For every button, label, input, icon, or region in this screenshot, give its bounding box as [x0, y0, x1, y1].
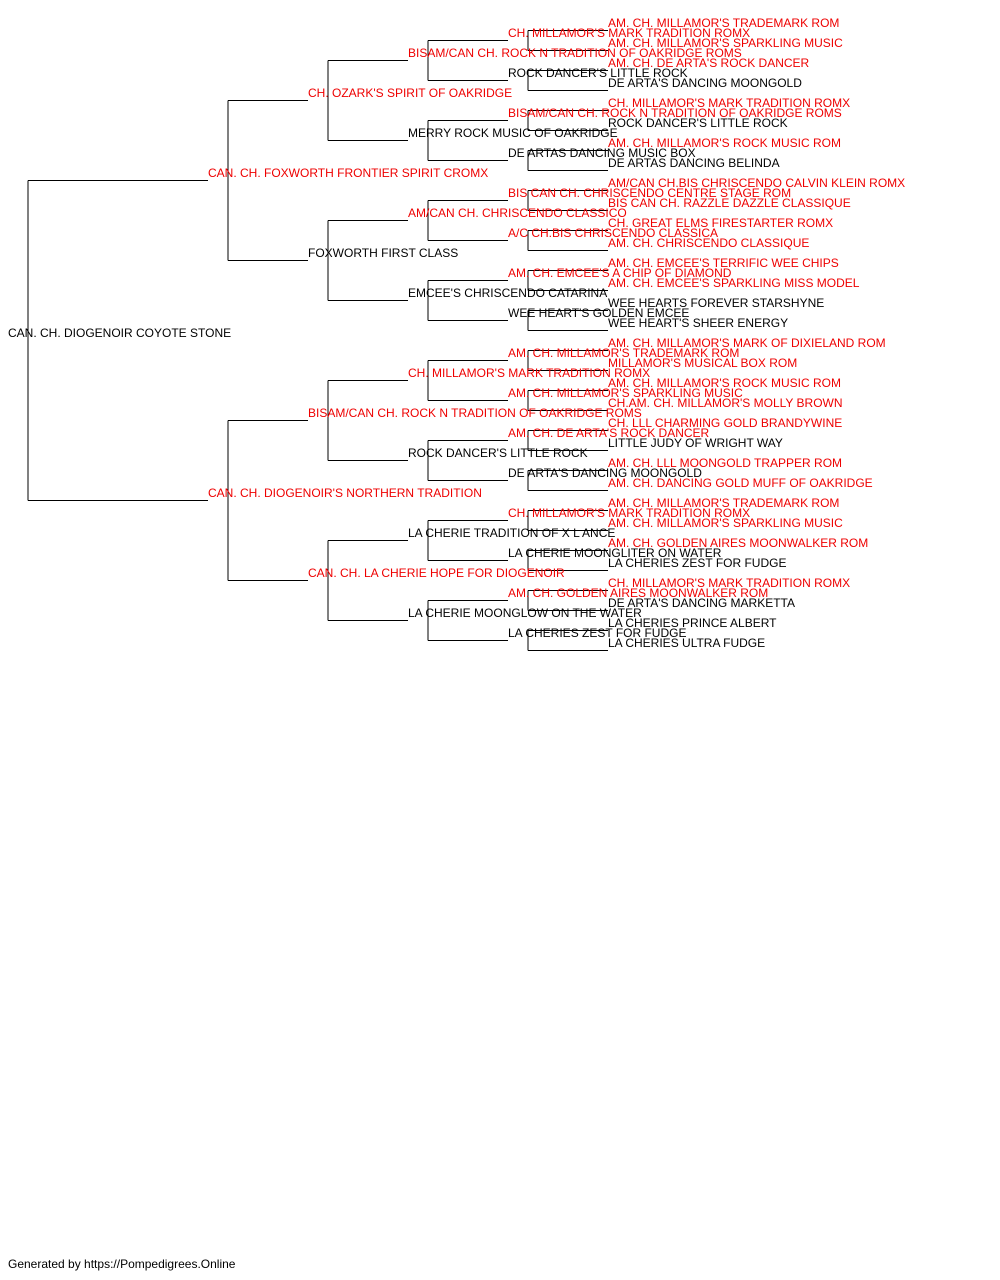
- ancestor-name: AM. CH. EMCEE'S SPARKLING MISS MODEL: [608, 276, 860, 290]
- ancestor-name: DE ARTA'S DANCING MOONGOLD: [508, 466, 702, 480]
- ancestor-name: CH. MILLAMOR'S MARK TRADITION ROMX: [508, 26, 751, 40]
- ancestor-name: AM. CH. MILLAMOR'S TRADEMARK ROM: [508, 346, 740, 360]
- ancestor-name: CH.AM. CH. MILLAMOR'S MOLLY BROWN: [608, 396, 843, 410]
- ancestor-name: DE ARTAS DANCING BELINDA: [608, 156, 780, 170]
- ancestor-name: LA CHERIE TRADITION OF X L ANCE: [408, 526, 616, 540]
- ancestor-name: LA CHERIES ZEST FOR FUDGE: [608, 556, 787, 570]
- ancestor-name: LA CHERIE MOONGLITER ON WATER: [508, 546, 722, 560]
- ancestor-name: AM. CH. DANCING GOLD MUFF OF OAKRIDGE: [608, 476, 873, 490]
- ancestor-name: BISAM/CAN CH. ROCK N TRADITION OF OAKRID…: [308, 406, 642, 420]
- ancestor-name: CH. MILLAMOR'S MARK TRADITION ROMX: [508, 506, 751, 520]
- ancestor-name: LA CHERIES PRINCE ALBERT: [608, 616, 777, 630]
- ancestor-name: CH. LLL CHARMING GOLD BRANDYWINE: [608, 416, 843, 430]
- ancestor-name: AM. CH. DE ARTA'S ROCK DANCER: [608, 56, 810, 70]
- ancestor-name: AM. CH. MILLAMOR'S SPARKLING MUSIC: [608, 36, 843, 50]
- subject-dog-name: CAN. CH. DIOGENOIR COYOTE STONE: [8, 326, 232, 340]
- ancestor-name: AM. CH. EMCEE'S A CHIP OF DIAMOND: [508, 266, 732, 280]
- ancestor-name: AM. CH. MILLAMOR'S TRADEMARK ROM: [608, 16, 840, 30]
- ancestor-name: AM. CH. MILLAMOR'S ROCK MUSIC ROM: [608, 136, 841, 150]
- ancestor-name: AM. CH. GOLDEN AIRES MOONWALKER ROM: [608, 536, 869, 550]
- ancestor-name: A/C CH.BIS CHRISCENDO CLASSICA: [508, 226, 719, 240]
- ancestor-name: LA CHERIES ZEST FOR FUDGE: [508, 626, 687, 640]
- ancestor-name: AM. CH. CHRISCENDO CLASSIQUE: [608, 236, 810, 250]
- ancestor-name: AM. CH. MILLAMOR'S ROCK MUSIC ROM: [608, 376, 841, 390]
- ancestor-name: AM. CH. EMCEE'S TERRIFIC WEE CHIPS: [608, 256, 839, 270]
- ancestor-name: WEE HEART'S SHEER ENERGY: [608, 316, 789, 330]
- ancestor-name: AM. CH. MILLAMOR'S SPARKLING MUSIC: [508, 386, 743, 400]
- ancestor-name: EMCEE'S CHRISCENDO CATARINA: [408, 286, 608, 300]
- ancestor-name: LA CHERIE MOONGLOW ON THE WATER: [408, 606, 642, 620]
- ancestor-name: CH. MILLAMOR'S MARK TRADITION ROMX: [608, 96, 851, 110]
- ancestor-name: BIS CAN CH. CHRISCENDO CENTRE STAGE ROM: [508, 186, 792, 200]
- ancestor-name: AM. CH. DE ARTA'S ROCK DANCER: [508, 426, 710, 440]
- ancestor-name: LITTLE JUDY OF WRIGHT WAY: [608, 436, 783, 450]
- ancestor-name: LA CHERIES ULTRA FUDGE: [608, 636, 766, 650]
- ancestor-name: CH. GREAT ELMS FIRESTARTER ROMX: [608, 216, 834, 230]
- ancestor-name: ROCK DANCER'S LITTLE ROCK: [508, 66, 688, 80]
- ancestor-name: DE ARTAS DANCING MUSIC BOX: [508, 146, 696, 160]
- ancestor-name: BISAM/CAN CH. ROCK N TRADITION OF OAKRID…: [508, 106, 842, 120]
- ancestor-name: FOXWORTH FIRST CLASS: [308, 246, 459, 260]
- ancestor-name: CAN. CH. FOXWORTH FRONTIER SPIRIT CROMX: [208, 166, 489, 180]
- ancestor-name: AM/CAN CH. CHRISCENDO CLASSICO: [408, 206, 627, 220]
- ancestor-name: BIS CAN CH. RAZZLE DAZZLE CLASSIQUE: [608, 196, 851, 210]
- ancestor-name: DE ARTA'S DANCING MARKETTA: [608, 596, 795, 610]
- ancestor-name: CH. MILLAMOR'S MARK TRADITION ROMX: [408, 366, 651, 380]
- ancestor-name: MILLAMOR'S MUSICAL BOX ROM: [608, 356, 798, 370]
- ancestor-name: AM. CH. GOLDEN AIRES MOONWALKER ROM: [508, 586, 769, 600]
- ancestor-name: BISAM/CAN CH. ROCK N TRADITION OF OAKRID…: [408, 46, 742, 60]
- ancestor-name: AM. CH. LLL MOONGOLD TRAPPER ROM: [608, 456, 843, 470]
- generated-by-footer[interactable]: Generated by https://Pompedigrees.Online: [8, 1257, 236, 1271]
- ancestor-name: MERRY ROCK MUSIC OF OAKRIDGE: [408, 126, 618, 140]
- ancestor-name: AM. CH. MILLAMOR'S TRADEMARK ROM: [608, 496, 840, 510]
- ancestor-name: CH. MILLAMOR'S MARK TRADITION ROMX: [608, 576, 851, 590]
- ancestor-name: WEE HEARTS FOREVER STARSHYNE: [608, 296, 825, 310]
- ancestor-name: AM. CH. MILLAMOR'S MARK OF DIXIELAND ROM: [608, 336, 886, 350]
- ancestor-name: CAN. CH. LA CHERIE HOPE FOR DIOGENOIR: [308, 566, 565, 580]
- ancestor-name: CAN. CH. DIOGENOIR'S NORTHERN TRADITION: [208, 486, 482, 500]
- ancestor-name: AM. CH. MILLAMOR'S SPARKLING MUSIC: [608, 516, 843, 530]
- ancestor-name: ROCK DANCER'S LITTLE ROCK: [408, 446, 588, 460]
- ancestor-name: DE ARTA'S DANCING MOONGOLD: [608, 76, 802, 90]
- ancestor-name: CH. OZARK'S SPIRIT OF OAKRIDGE: [308, 86, 513, 100]
- ancestor-name: AM/CAN CH.BIS CHRISCENDO CALVIN KLEIN RO…: [608, 176, 906, 190]
- ancestor-name: WEE HEART'S GOLDEN EMCEE: [508, 306, 690, 320]
- ancestor-name: ROCK DANCER'S LITTLE ROCK: [608, 116, 788, 130]
